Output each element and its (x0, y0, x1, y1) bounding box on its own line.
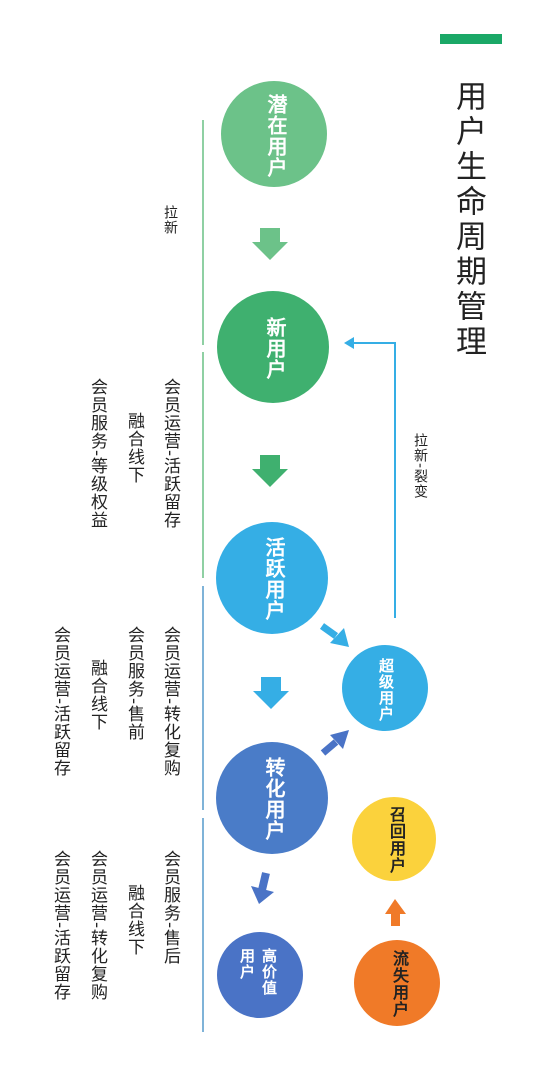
phase-2-line-2: 融合线下 (124, 412, 144, 484)
arrow-churned-to-recall (391, 912, 400, 926)
loop-label: 拉新-裂变 (412, 433, 428, 500)
phase-3-line-4: 会员运营-活跃留存 (50, 626, 70, 778)
stage-circle-super (342, 645, 428, 731)
phase-2-line-1: 会员运营-活跃留存 (160, 378, 180, 530)
stage-circle-new (217, 291, 329, 403)
arrow-converted-to-highvalue-head (251, 886, 274, 904)
stage-circle-highvalue (217, 932, 303, 1018)
phase-2-line-3: 会员服务-等级权益 (87, 378, 107, 530)
loop-arrow (352, 342, 396, 618)
phase-3-line-1: 会员运营-转化复购 (160, 626, 180, 778)
stage-label-churned: 流失用户 (390, 950, 409, 1018)
arrow-new-to-active (252, 455, 288, 487)
stage-circle-converted (216, 742, 328, 854)
page-title: 用户生命周期管理 (450, 80, 486, 360)
arrow-active-to-converted (253, 677, 289, 709)
phase-4-line-3: 会员运营-转化复购 (87, 850, 107, 1002)
arrow-churned-to-recall-head (385, 899, 406, 914)
phase-4-line-4: 会员运营-活跃留存 (50, 850, 70, 1002)
arrow-active-to-super-head (330, 628, 349, 647)
stage-label-potential: 潜在用户 (264, 94, 288, 178)
stage-circle-active (216, 522, 328, 634)
arrow-active-to-super (319, 623, 339, 639)
arrow-converted-to-super (320, 739, 339, 756)
phase-3-line-2: 会员服务-售前 (124, 626, 144, 742)
stage-label-super: 超级用户 (377, 658, 395, 722)
stage-label-converted: 转化用户 (262, 757, 286, 841)
stage-label-active: 活跃用户 (262, 537, 286, 621)
phase-4-line-2: 融合线下 (124, 884, 144, 956)
phase-1-line-1: 拉新 (162, 205, 178, 235)
accent-bar (440, 34, 502, 44)
stage-label-highvalue: 高价值用户 (238, 948, 278, 996)
loop-arrow-head (344, 337, 354, 349)
arrow-converted-to-super-head (330, 730, 349, 749)
arrow-potential-to-new (252, 228, 288, 260)
stage-circle-recall (352, 797, 436, 881)
stage-label-new: 新用户 (263, 317, 287, 380)
stage-circle-potential (221, 81, 327, 187)
phase-4-line-1: 会员服务-售后 (160, 850, 180, 966)
arrow-converted-to-highvalue (258, 872, 270, 891)
stage-circle-churned (354, 940, 440, 1026)
phase-3-line-3: 融合线下 (87, 659, 107, 731)
stage-label-recall: 召回用户 (387, 806, 406, 874)
